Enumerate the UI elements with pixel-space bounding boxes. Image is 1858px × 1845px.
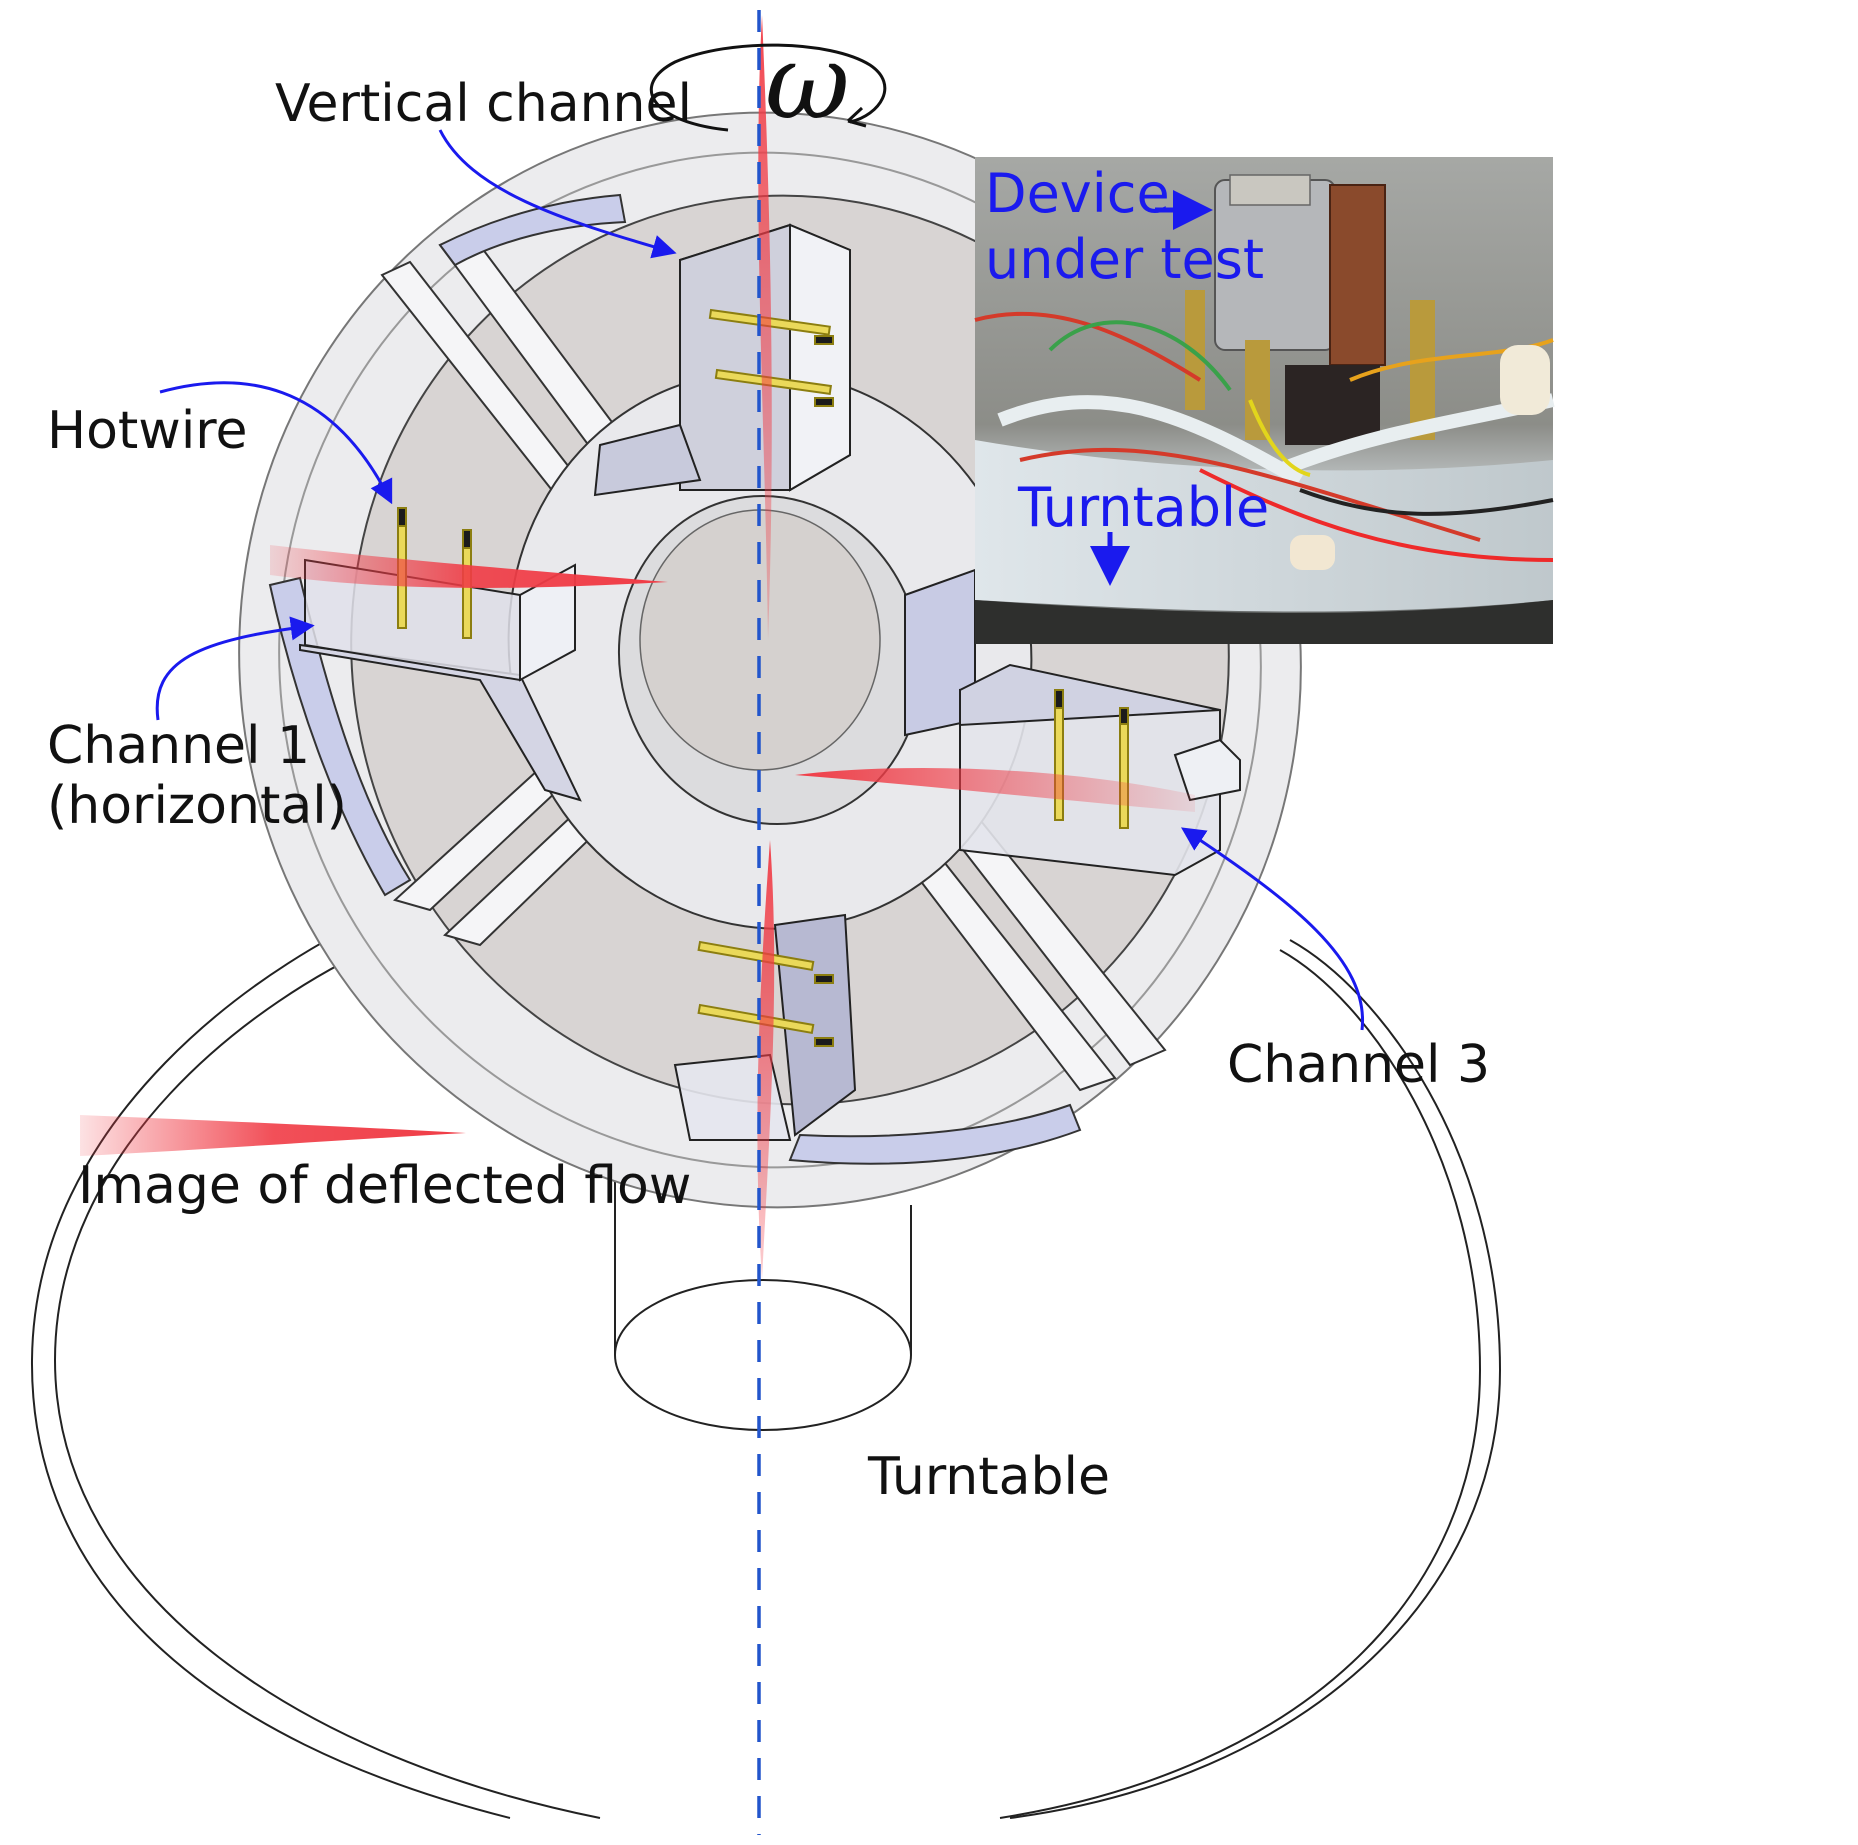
arrow-channel-3 — [1181, 827, 1365, 1031]
photo-inset: Device under test Turntable — [974, 157, 1555, 644]
omega-symbol: ω — [765, 21, 850, 143]
arrow-hotwire — [159, 381, 393, 505]
label-legend-flow: Image of deflected flow — [78, 1156, 691, 1216]
label-channel-1-horizontal: (horizontal) — [47, 776, 347, 836]
label-turntable: Turntable — [867, 1447, 1110, 1507]
label-hotwire: Hotwire — [47, 401, 248, 461]
rotation-arrow — [649, 43, 887, 132]
photo-label-turntable: Turntable — [1017, 476, 1269, 539]
annotation-arrows — [155, 129, 1365, 1031]
channel-3 — [904, 568, 1241, 877]
disc-hub — [507, 370, 1033, 930]
label-vertical-channel: Vertical channel — [275, 74, 692, 134]
rim-cutouts — [268, 193, 1082, 1165]
deflected-flow-images — [270, 15, 1195, 1280]
legend-flow-swatch — [80, 1115, 466, 1156]
arrow-vertical-channel — [438, 129, 677, 259]
arrow-channel-1 — [155, 616, 315, 721]
label-channel-3: Channel 3 — [1227, 1035, 1490, 1095]
label-channel-1: Channel 1 — [47, 716, 310, 776]
photo-label-device: Device — [985, 162, 1170, 225]
photo-label-under-test: under test — [985, 228, 1264, 291]
photo-arrows — [1090, 190, 1213, 586]
turntable-base — [30, 899, 1502, 1819]
